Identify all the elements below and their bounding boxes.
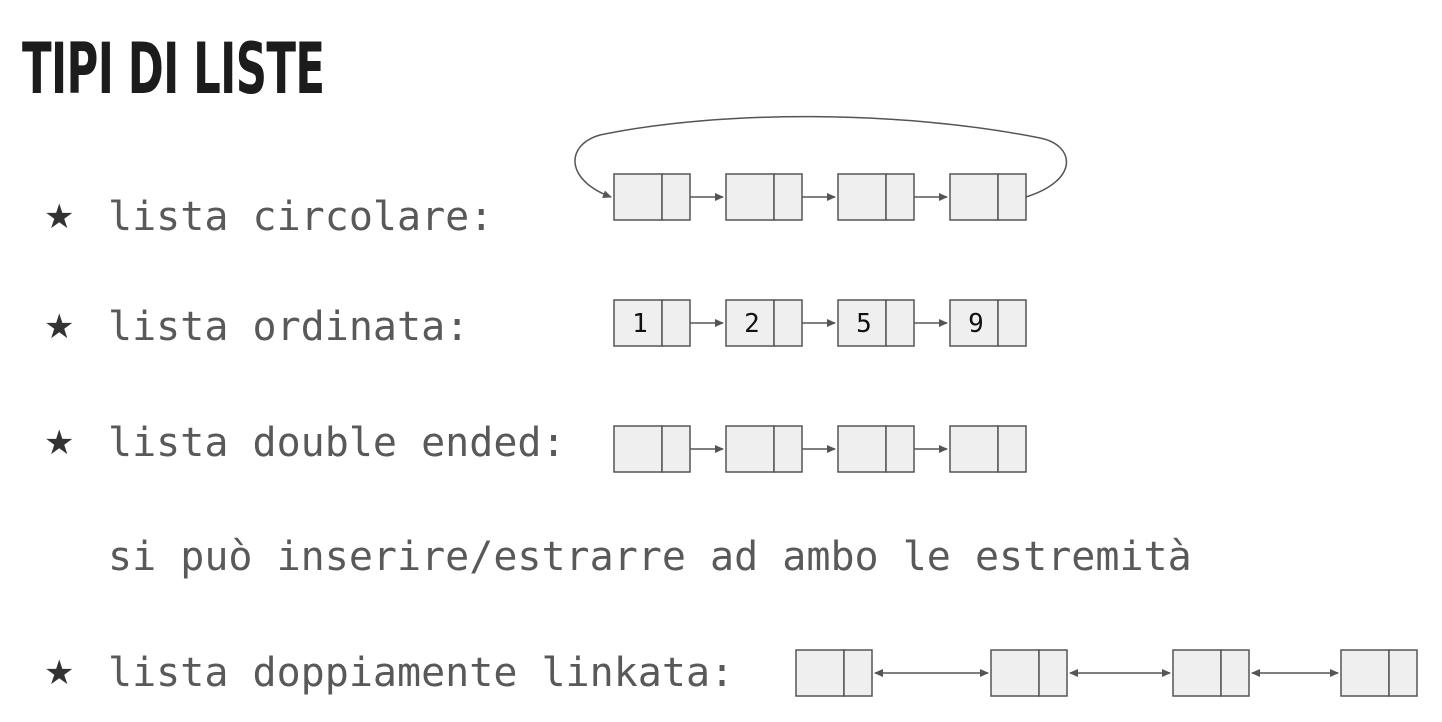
double-ended-list-diagram bbox=[613, 425, 1027, 473]
list-node: 9 bbox=[949, 299, 1027, 347]
list-node bbox=[613, 425, 691, 473]
list-node bbox=[949, 173, 1027, 221]
list-node bbox=[949, 425, 1027, 473]
node-value: 2 bbox=[744, 309, 760, 339]
doubly-linked-list-diagram bbox=[795, 649, 1418, 697]
list-item-label: lista ordinata: bbox=[108, 304, 470, 350]
list-node bbox=[613, 173, 691, 221]
list-item-label: lista double ended: bbox=[108, 420, 566, 466]
double-ended-note: si può inserire/estrarre ad ambo le estr… bbox=[108, 534, 1192, 580]
list-node bbox=[725, 173, 803, 221]
list-node: 1 bbox=[613, 299, 691, 347]
list-node bbox=[990, 649, 1068, 697]
page-title: Tipi di liste bbox=[22, 28, 325, 110]
star-icon: ★ bbox=[44, 307, 75, 347]
list-node bbox=[837, 425, 915, 473]
node-value: 1 bbox=[632, 309, 648, 339]
list-item-ordered: ★ lista ordinata: bbox=[44, 302, 469, 352]
ordered-list-diagram: 1 2 5 9 bbox=[613, 299, 1027, 347]
list-item-circular: ★ lista circolare: bbox=[44, 192, 493, 242]
list-item-label: lista circolare: bbox=[108, 194, 494, 240]
circular-list-diagram bbox=[574, 115, 1068, 221]
star-icon: ★ bbox=[44, 653, 75, 693]
node-value: 5 bbox=[856, 309, 872, 339]
list-node bbox=[725, 425, 803, 473]
list-node bbox=[837, 173, 915, 221]
list-node bbox=[795, 649, 873, 697]
list-item-doubly-linked: ★ lista doppiamente linkata: bbox=[44, 648, 734, 698]
star-icon: ★ bbox=[44, 423, 75, 463]
node-value: 9 bbox=[968, 309, 984, 339]
list-item-double-ended: ★ lista double ended: bbox=[44, 418, 566, 468]
list-node: 5 bbox=[837, 299, 915, 347]
star-icon: ★ bbox=[44, 197, 75, 237]
list-node bbox=[1172, 649, 1250, 697]
list-item-label: lista doppiamente linkata: bbox=[108, 650, 735, 696]
list-node: 2 bbox=[725, 299, 803, 347]
circular-back-link bbox=[574, 115, 1068, 198]
list-node bbox=[1340, 649, 1418, 697]
